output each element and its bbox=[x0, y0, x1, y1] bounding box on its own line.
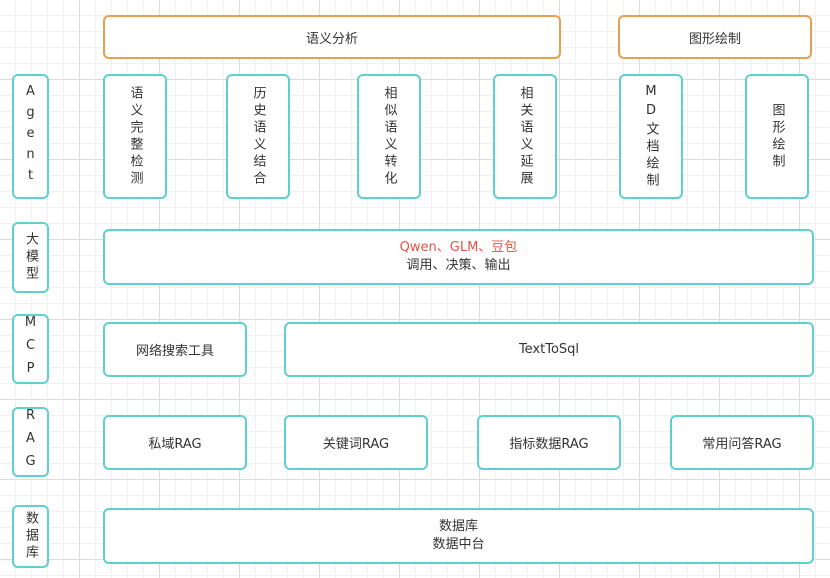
llm-box: Qwen、GLM、豆包 调用、决策、输出 bbox=[103, 229, 814, 285]
agent-label: 图形绘制 bbox=[769, 102, 785, 171]
database-line2: 数据中台 bbox=[432, 537, 485, 552]
mcp-web-search-label: 网络搜索工具 bbox=[135, 344, 214, 359]
rag-private-box: 私域RAG bbox=[103, 415, 247, 470]
agent-related-semantics: 相关语义延展 bbox=[493, 74, 557, 199]
agent-label: MD文档绘制 bbox=[643, 83, 659, 190]
rag-faq-box: 常用问答RAG bbox=[670, 415, 814, 470]
mcp-text-to-sql-box: TextToSql bbox=[284, 322, 814, 377]
database-box: 数据库 数据中台 bbox=[103, 508, 814, 564]
semantic-analysis-box: 语义分析 bbox=[103, 15, 561, 59]
layer-mcp: MCP bbox=[12, 314, 49, 384]
layer-mcp-label: MCP bbox=[23, 314, 38, 384]
agent-label: 语义完整检测 bbox=[127, 85, 143, 188]
semantic-analysis-label: 语义分析 bbox=[305, 31, 358, 47]
chart-drawing-label: 图形绘制 bbox=[688, 31, 741, 47]
rag-label: 私域RAG bbox=[148, 437, 202, 452]
layer-agent: Agent bbox=[12, 74, 49, 199]
rag-keyword-box: 关键词RAG bbox=[284, 415, 428, 470]
agent-label: 相关语义延展 bbox=[517, 85, 533, 188]
layer-llm-label: 大模型 bbox=[23, 232, 38, 283]
database-line1: 数据库 bbox=[438, 519, 478, 534]
agent-md-document: MD文档绘制 bbox=[619, 74, 683, 199]
layer-rag: RAG bbox=[12, 407, 49, 477]
rag-metric-data-box: 指标数据RAG bbox=[477, 415, 621, 470]
agent-semantic-completeness: 语义完整检测 bbox=[103, 74, 167, 199]
rag-label: 关键词RAG bbox=[322, 437, 390, 452]
agent-similar-semantics: 相似语义转化 bbox=[357, 74, 421, 199]
agent-history-semantics: 历史语义结合 bbox=[226, 74, 290, 199]
mcp-web-search-box: 网络搜索工具 bbox=[103, 322, 247, 377]
mcp-text-to-sql-label: TextToSql bbox=[518, 342, 580, 357]
agent-label: 相似语义转化 bbox=[381, 85, 397, 188]
layer-rag-label: RAG bbox=[23, 407, 38, 477]
layer-db-label: 数据库 bbox=[23, 511, 38, 562]
rag-label: 常用问答RAG bbox=[702, 437, 782, 452]
chart-drawing-box: 图形绘制 bbox=[618, 15, 812, 59]
llm-models: Qwen、GLM、豆包 bbox=[399, 240, 518, 255]
layer-llm: 大模型 bbox=[12, 222, 49, 293]
rag-label: 指标数据RAG bbox=[509, 437, 589, 452]
layer-db: 数据库 bbox=[12, 505, 49, 568]
agent-label: 历史语义结合 bbox=[250, 85, 266, 188]
layer-agent-label: Agent bbox=[23, 84, 38, 189]
llm-description: 调用、决策、输出 bbox=[406, 258, 511, 273]
agent-chart-drawing: 图形绘制 bbox=[745, 74, 809, 199]
